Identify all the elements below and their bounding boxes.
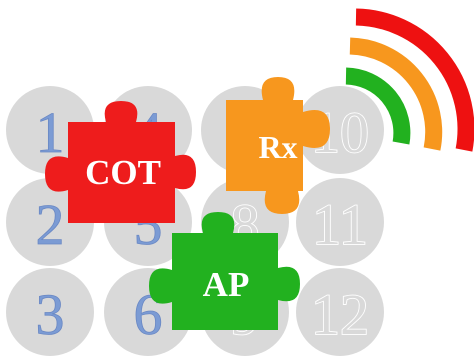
number-12: 12	[311, 282, 369, 347]
number-1: 1	[36, 100, 65, 165]
circle-3	[6, 268, 94, 356]
number-10: 10	[311, 100, 369, 165]
puzzle-piece-ap: AP	[149, 212, 300, 330]
rx-piece-shape	[226, 77, 330, 214]
circle-12	[296, 268, 384, 356]
number-3: 3	[36, 282, 65, 347]
cot-label: COT	[85, 153, 161, 192]
puzzle-piece-rx: Rx	[226, 77, 330, 214]
rx-label: Rx	[258, 129, 297, 165]
circle-10	[296, 86, 384, 174]
ap-label: AP	[203, 265, 250, 304]
number-2: 2	[36, 192, 65, 257]
signal-arc-inner	[345, 67, 411, 145]
signal-icon	[345, 8, 474, 152]
ap-piece-shape	[149, 212, 300, 330]
signal-arc-outer	[355, 8, 474, 152]
signal-arc-middle	[349, 37, 443, 151]
number-11: 11	[312, 192, 368, 257]
circle-11	[296, 178, 384, 266]
puzzle-piece-cot: COT	[45, 101, 196, 223]
cot-piece-shape	[45, 101, 196, 223]
